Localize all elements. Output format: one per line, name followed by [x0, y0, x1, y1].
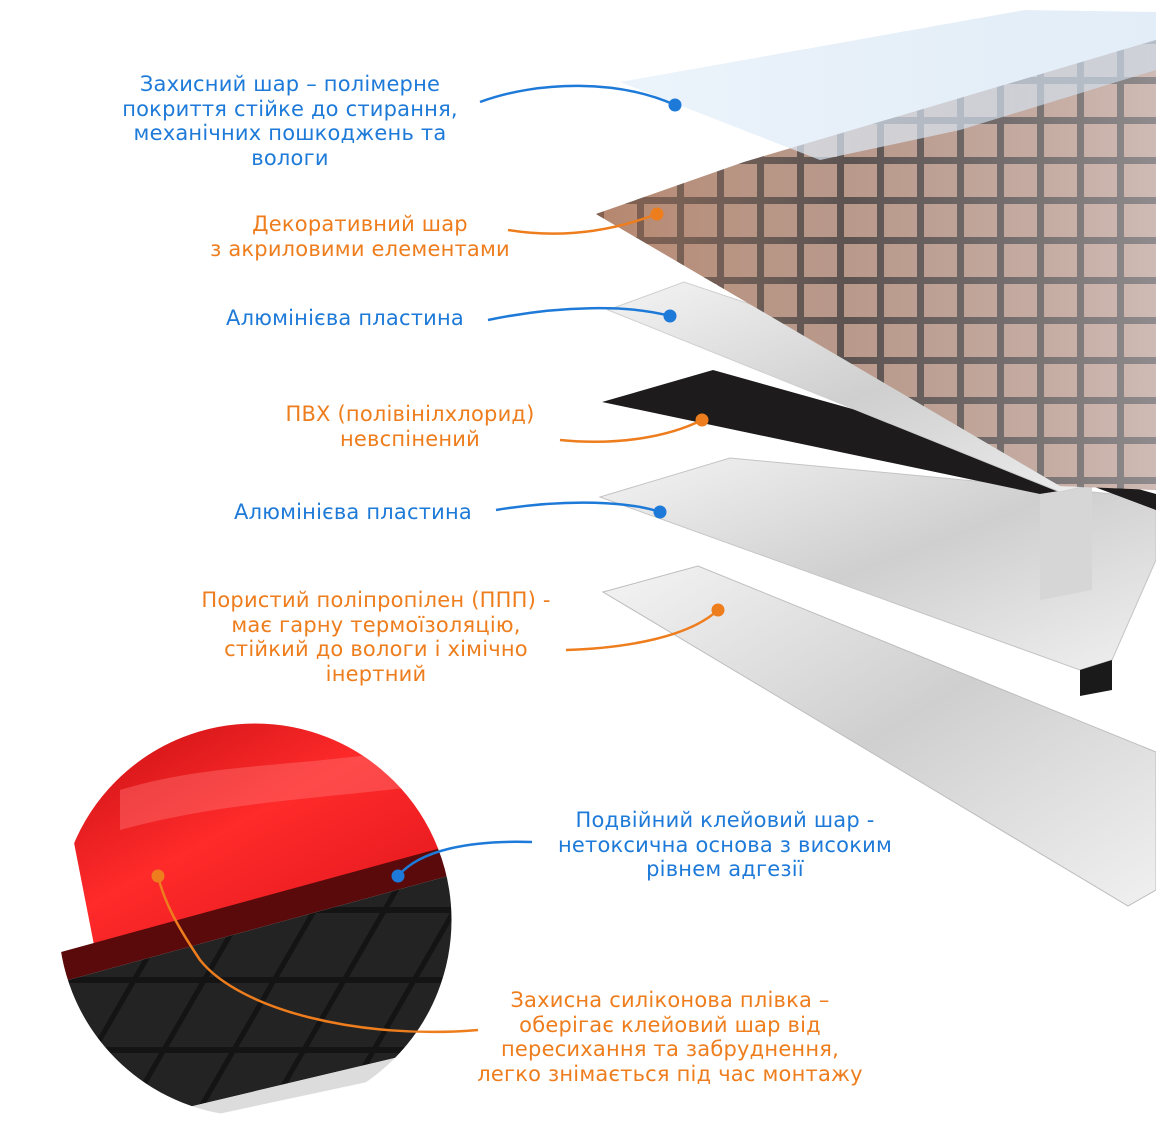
dot-marker-icon [653, 505, 667, 519]
leader-pvc [559, 418, 703, 443]
base-layer-plate [601, 565, 1156, 907]
label-double-adhesive: Подвійний клейовий шар - нетоксична осно… [557, 808, 893, 881]
leader-alu-top [487, 306, 671, 322]
dot-marker-icon [668, 98, 682, 112]
decorative-tile-layer [596, 40, 1156, 490]
leader-adhesive [397, 840, 533, 877]
leader-alu-bottom [495, 501, 661, 514]
leader-protective [479, 84, 676, 107]
label-decorative-layer: Декоративний шар з акриловими елементами [210, 212, 510, 261]
label-aluminium-plate-bottom: Алюмінієва пластина [234, 500, 472, 524]
adhesive-zoom-circle [57, 722, 453, 1118]
leader-porous [565, 609, 719, 652]
dot-marker-icon [663, 309, 677, 323]
label-protective-layer: Захисний шар – полімерне покриття стійке… [122, 72, 458, 170]
dot-marker-icon [695, 413, 709, 427]
leader-decorative [507, 212, 658, 235]
dot-marker-icon [151, 869, 165, 883]
dot-marker-icon [711, 603, 725, 617]
label-silicone-film: Захисна силіконова плівка – оберігає кле… [477, 988, 863, 1086]
leader-silicone [156, 875, 479, 1034]
label-aluminium-plate-top: Алюмінієва пластина [226, 306, 464, 330]
label-pvc-layer: ПВХ (полівінілхлорид) невспінений [285, 402, 535, 451]
dot-marker-icon [650, 207, 664, 221]
label-porous-polypropylene: Пористий поліпропілен (ППП) - має гарну … [201, 588, 551, 686]
protective-film-layer [620, 10, 1156, 160]
dot-marker-icon [391, 869, 405, 883]
